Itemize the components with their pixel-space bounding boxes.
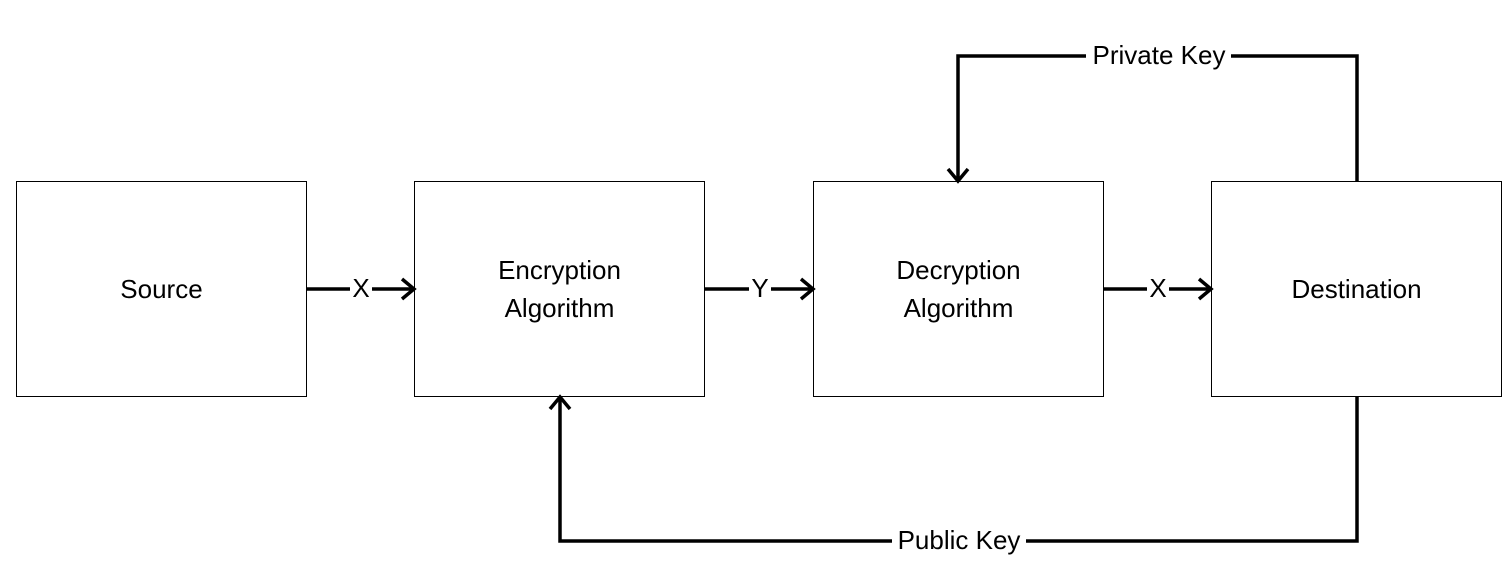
edge-label-y: Y: [751, 273, 768, 303]
arrowhead-right-icon: [799, 277, 816, 301]
edge-label-x-1: X: [352, 273, 369, 303]
public-key-label: Public Key: [898, 525, 1021, 555]
encryption-algorithm-label-line-1: Encryption: [498, 255, 621, 285]
destination-box: Destination: [1211, 181, 1502, 397]
private-key-label: Private Key: [1093, 40, 1226, 70]
encryption-algorithm-label-line-2: Algorithm: [505, 293, 615, 323]
arrowhead-right-icon: [400, 277, 417, 301]
destination-label: Destination: [1291, 274, 1421, 304]
source-label: Source: [120, 274, 202, 304]
arrowhead-down-icon: [946, 167, 970, 184]
edge-public-key: Public Key: [548, 394, 1359, 557]
decryption-algorithm-box: Decryption Algorithm: [813, 181, 1104, 397]
edge-decryption-to-destination: X: [1103, 273, 1214, 303]
encryption-algorithm-box: Encryption Algorithm: [414, 181, 705, 397]
decryption-algorithm-label-line-1: Decryption: [896, 255, 1020, 285]
decryption-algorithm-label-line-2: Algorithm: [904, 293, 1014, 323]
edge-encryption-to-decryption: Y: [704, 273, 816, 303]
edge-source-to-encryption: X: [306, 273, 417, 303]
source-box: Source: [16, 181, 307, 397]
arrowhead-up-icon: [548, 394, 572, 411]
arrowhead-right-icon: [1197, 277, 1214, 301]
edge-label-x-2: X: [1149, 273, 1166, 303]
edge-private-key: Private Key: [946, 40, 1359, 184]
